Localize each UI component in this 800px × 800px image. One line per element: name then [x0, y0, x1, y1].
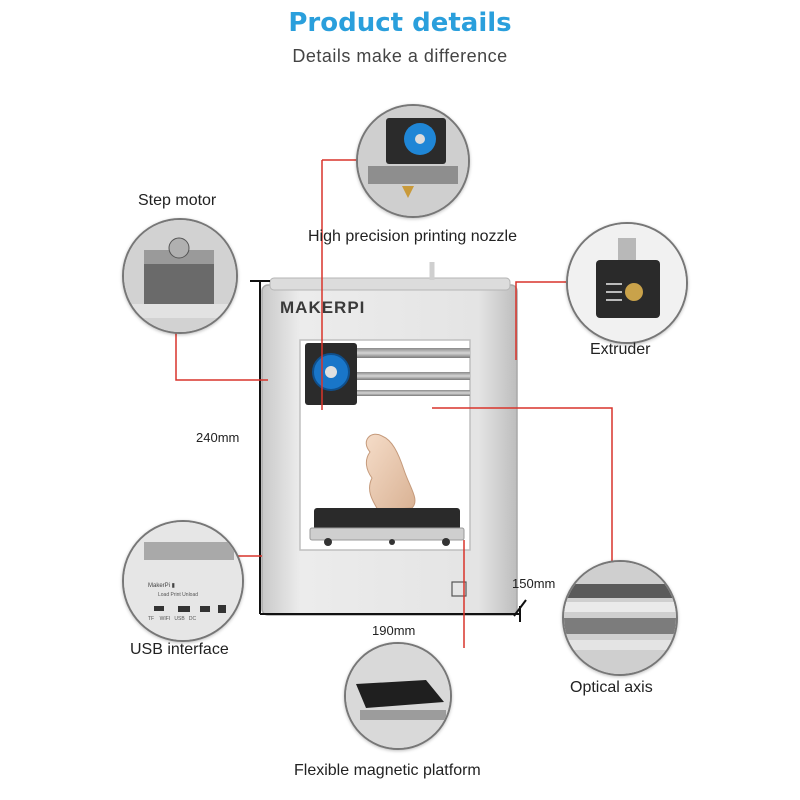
step-motor-icon	[124, 220, 236, 332]
optical-axis-label: Optical axis	[570, 679, 653, 696]
platform-label: Flexible magnetic platform	[294, 762, 481, 779]
extruder-icon	[568, 224, 686, 342]
extruder-label: Extruder	[590, 341, 651, 358]
step-motor-detail-circle	[122, 218, 238, 334]
print-bed	[309, 508, 465, 546]
dimension-lines	[250, 280, 527, 622]
optical-axis-detail-circle	[562, 560, 678, 676]
page-subtitle: Details make a difference	[292, 46, 508, 66]
printed-model	[365, 433, 416, 511]
depth-dimension: 150mm	[512, 576, 556, 591]
usb-panel-ports: TF WIFI USB DC	[148, 616, 197, 622]
usb-panel-buttons: Load Print Unload	[158, 592, 199, 598]
platform-icon	[346, 644, 450, 748]
usb-port-icon	[124, 522, 242, 640]
optical-axis-icon	[564, 562, 676, 674]
nozzle-icon	[358, 106, 468, 216]
leader-lines	[175, 159, 613, 648]
gantry	[305, 343, 470, 405]
nozzle-label: High precision printing nozzle	[308, 228, 517, 245]
usb-detail-circle: MakerPi ▮ Load Print Unload TF WIFI USB …	[122, 520, 244, 642]
width-dimension: 190mm	[372, 623, 416, 638]
step-motor-label: Step motor	[138, 192, 217, 209]
brand-logo: MAKERPI	[280, 298, 366, 317]
usb-panel-brand: MakerPi ▮	[148, 583, 175, 589]
nozzle-detail-circle	[356, 104, 470, 218]
usb-interface-label: USB interface	[130, 641, 229, 658]
platform-detail-circle	[344, 642, 452, 750]
height-dimension: 240mm	[196, 430, 240, 445]
extruder-detail-circle	[566, 222, 688, 344]
page-title: Product details	[288, 8, 512, 38]
